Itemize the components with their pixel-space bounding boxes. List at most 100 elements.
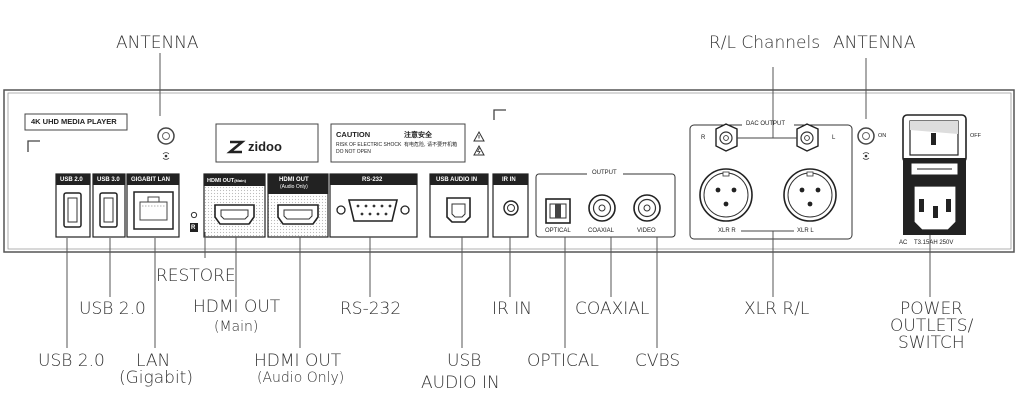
coaxial-port-label: COAXIAL — [588, 228, 615, 234]
callout-rl-channels: R/L Channels — [709, 33, 821, 53]
usb20-port-label: USB 2.0 — [60, 177, 83, 183]
dac-r-jack[interactable] — [715, 123, 738, 152]
brand-name: zidoo — [248, 139, 282, 154]
callout-cvbs: CVBS — [635, 351, 681, 371]
ir-jack[interactable] — [503, 200, 519, 216]
callout-power-l2: OUTLETS/ — [890, 316, 974, 336]
callout-lan-sub: (Gigabit) — [119, 368, 193, 388]
hdmi-audio-port-sub: (Audio Only) — [280, 184, 308, 190]
usb30-label-bar — [93, 174, 125, 185]
usb-audio-label-bar — [430, 174, 488, 185]
callout-coaxial: COAXIAL — [575, 299, 650, 319]
lightning-triangle-icon — [473, 144, 485, 156]
ir-port-label: IR IN — [502, 177, 516, 183]
callout-hdmi-audio-sub: (Audio Only) — [257, 370, 345, 386]
dac-r-label: R — [701, 135, 706, 141]
callout-usb20-lower: USB 2.0 — [38, 351, 105, 371]
hdmi-main-label-bar — [204, 174, 265, 186]
callout-antenna-right: ANTENNA — [833, 33, 916, 53]
callout-hdmi-main: HDMI OUT — [193, 297, 281, 317]
dac-output-label: DAC OUTPUT — [746, 121, 785, 127]
antenna-left-connector — [157, 127, 175, 145]
video-port-label: VIDEO — [637, 228, 656, 234]
ac-label: AC — [899, 240, 908, 246]
ir-label-bar — [493, 174, 528, 185]
device-inner-outline — [7, 92, 1012, 250]
usb30-port-label: USB 3.0 — [97, 177, 120, 183]
restore-mark: R — [191, 225, 196, 231]
callout-usb20-upper: USB 2.0 — [79, 299, 146, 319]
usb20-frame — [55, 173, 91, 238]
caution-line-1: RISK OF ELECTRIC SHOCK — [336, 142, 402, 148]
caution-cn-title: 注意安全 — [404, 131, 432, 139]
caution-cn-line: 有电危险, 请不要开机箱 — [404, 142, 458, 148]
usb30-frame — [92, 173, 126, 238]
optical-port-label: OPTICAL — [545, 228, 571, 234]
output-group-label-gap — [587, 170, 623, 178]
callout-xlr-rl: XLR R/L — [744, 299, 810, 319]
hdmi-audio-port-label: HDMI OUT — [279, 177, 309, 183]
antenna-right-connector — [857, 127, 875, 145]
usb-audio-port[interactable] — [446, 197, 471, 223]
callout-usb-audio: USB — [447, 351, 482, 371]
power-inlet[interactable] — [903, 178, 966, 235]
restore-mark-box — [190, 223, 198, 232]
rs232-label-bar — [330, 174, 417, 185]
lan-frame — [126, 173, 180, 238]
dac-l-jack[interactable] — [796, 123, 819, 152]
callout-ir-in: IR IN — [492, 299, 532, 319]
callout-power-l1: POWER — [900, 299, 963, 319]
xlr-l-label: XLR L — [797, 228, 814, 234]
power-off-label: OFF — [970, 133, 981, 139]
callout-optical: OPTICAL — [527, 351, 600, 371]
warning-triangle-icon — [473, 130, 485, 142]
callout-antenna-left: ANTENNA — [116, 33, 199, 53]
xlr-r-connector[interactable] — [699, 168, 753, 222]
usb20-label-bar — [56, 174, 90, 185]
xlr-l-connector[interactable] — [783, 168, 837, 222]
usb20-port[interactable] — [63, 192, 82, 228]
leader-lines — [66, 53, 931, 348]
caution-line-2: DO NOT OPEN — [336, 149, 371, 155]
dac-group-label-gap — [742, 121, 794, 129]
hdmi-main-port-label: HDMI OUT(Main) — [207, 178, 246, 184]
callout-rs232: RS-232 — [340, 299, 402, 319]
restore-button[interactable] — [190, 211, 198, 219]
caution-title: CAUTION — [336, 130, 371, 139]
model-label: 4K UHD MEDIA PLAYER — [31, 117, 117, 126]
output-group-label: OUTPUT — [592, 170, 617, 176]
rs232-port-label: RS-232 — [362, 177, 383, 183]
fuse-holder — [903, 158, 966, 180]
hdmi-main-port-sub: (Main) — [234, 178, 246, 183]
callout-restore: RESTORE — [156, 266, 236, 286]
lan-port[interactable] — [133, 191, 174, 230]
optical-port[interactable] — [545, 198, 571, 224]
hdmi-audio-port[interactable] — [277, 204, 319, 225]
model-label-box — [24, 113, 128, 131]
power-on-label: ON — [878, 133, 887, 139]
wifi-icon — [862, 152, 870, 160]
power-switch[interactable] — [902, 114, 967, 163]
caution-box — [330, 123, 466, 163]
usb30-port[interactable] — [99, 192, 118, 228]
video-jack[interactable] — [633, 194, 661, 222]
lan-port-label: GIGABIT LAN — [131, 177, 170, 183]
fuse-rating-label: T3.15AH 250V — [914, 240, 954, 246]
callout-hdmi-main-sub: (Main) — [214, 319, 259, 335]
corner-bracket-left — [27, 140, 40, 152]
rs232-port[interactable] — [336, 199, 410, 222]
wifi-icon — [162, 152, 170, 160]
zidoo-logo-icon — [226, 140, 246, 154]
xlr-r-label: XLR R — [718, 228, 736, 234]
usb-audio-port-label: USB AUDIO IN — [436, 177, 478, 183]
lan-label-bar — [127, 174, 179, 185]
callout-lan: LAN — [136, 351, 171, 371]
hdmi-audio-label-bar — [268, 174, 328, 194]
corner-bracket-mid — [493, 109, 506, 120]
callout-usb-audio-sub: AUDIO IN — [421, 373, 500, 393]
coaxial-jack[interactable] — [588, 194, 616, 222]
callout-hdmi-audio: HDMI OUT — [254, 351, 342, 371]
dac-l-label: L — [832, 135, 836, 141]
hdmi-main-port[interactable] — [214, 204, 255, 225]
